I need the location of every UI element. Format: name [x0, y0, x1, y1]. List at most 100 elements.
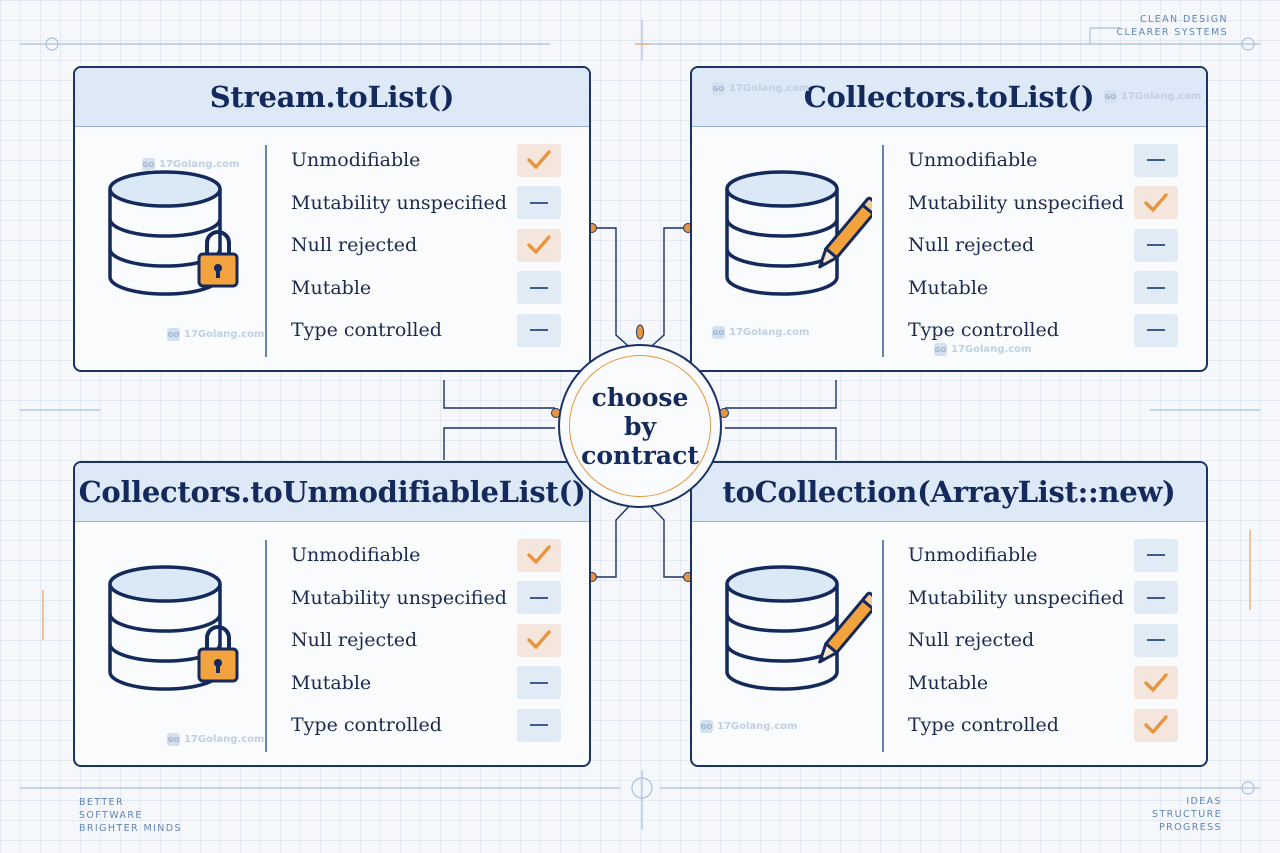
check-icon — [517, 538, 561, 572]
divider — [265, 540, 267, 752]
feature-row: Null rejected — [291, 619, 561, 662]
feature-row: Type controlled — [908, 704, 1178, 747]
watermark-logo-icon: GO — [934, 343, 947, 356]
feature-row: Unmodifiable — [291, 139, 561, 182]
dash-icon — [517, 581, 561, 615]
feature-label: Mutable — [908, 276, 989, 299]
feature-label: Mutable — [291, 276, 372, 299]
dash-icon — [1134, 271, 1178, 305]
check-icon — [517, 623, 561, 657]
feature-label: Type controlled — [908, 319, 1059, 342]
feature-label: Unmodifiable — [908, 544, 1038, 567]
feature-row: Mutable — [908, 662, 1178, 705]
watermark-logo-icon: GO — [700, 720, 713, 733]
feature-list: Unmodifiable Mutability unspecified Null… — [291, 139, 561, 352]
dash-icon — [517, 313, 561, 347]
watermark-logo-icon: GO — [167, 328, 180, 341]
check-icon — [1134, 708, 1178, 742]
watermark-logo-icon: GO — [712, 82, 725, 95]
dash-icon — [517, 271, 561, 305]
watermark-logo-icon: GO — [142, 158, 155, 171]
feature-row: Mutable — [291, 662, 561, 705]
feature-label: Mutable — [908, 671, 989, 694]
feature-row: Type controlled — [908, 309, 1178, 352]
corner-tag-bottom-right: IDEAS STRUCTURE PROGRESS — [1152, 796, 1222, 833]
card-title: Collectors.toList() — [692, 68, 1206, 127]
dash-icon — [517, 708, 561, 742]
watermark-logo-icon: GO — [167, 733, 180, 746]
feature-row: Unmodifiable — [908, 534, 1178, 577]
card-title: toCollection(ArrayList::new) — [692, 463, 1206, 522]
watermark-logo-icon: GO — [1104, 90, 1117, 103]
feature-label: Type controlled — [291, 714, 442, 737]
card-collectors-tounmodifiablelist: Collectors.toUnmodifiableList() Unmodifi… — [73, 461, 591, 767]
dash-icon — [517, 186, 561, 220]
feature-label: Mutability unspecified — [908, 191, 1124, 214]
feature-label: Mutability unspecified — [908, 586, 1124, 609]
feature-label: Mutability unspecified — [291, 191, 507, 214]
feature-label: Type controlled — [291, 319, 442, 342]
divider — [882, 540, 884, 752]
feature-row: Unmodifiable — [908, 139, 1178, 182]
divider — [265, 145, 267, 357]
check-icon — [517, 143, 561, 177]
feature-row: Mutable — [291, 267, 561, 310]
feature-list: Unmodifiable Mutability unspecified Null… — [908, 139, 1178, 352]
feature-row: Null rejected — [908, 619, 1178, 662]
feature-label: Unmodifiable — [908, 149, 1038, 172]
feature-label: Null rejected — [908, 629, 1035, 652]
dash-icon — [1134, 228, 1178, 262]
feature-row: Null rejected — [908, 224, 1178, 267]
feature-label: Type controlled — [908, 714, 1059, 737]
feature-row: Mutability unspecified — [291, 577, 561, 620]
database-pencil-icon — [712, 532, 881, 752]
feature-label: Mutable — [291, 671, 372, 694]
card-title: Collectors.toUnmodifiableList() — [75, 463, 589, 522]
feature-label: Mutability unspecified — [291, 586, 507, 609]
feature-row: Null rejected — [291, 224, 561, 267]
card-tocollection-arraylist: toCollection(ArrayList::new) Unmodi — [690, 461, 1208, 767]
corner-tag-top-right: CLEAN DESIGN CLEARER SYSTEMS — [1116, 14, 1228, 38]
dash-icon — [1134, 581, 1178, 615]
check-icon — [1134, 186, 1178, 220]
watermark-logo-icon: GO — [712, 326, 725, 339]
feature-list: Unmodifiable Mutability unspecified Null… — [908, 534, 1178, 747]
check-icon — [1134, 666, 1178, 700]
dash-icon — [1134, 143, 1178, 177]
dash-icon — [1134, 313, 1178, 347]
dash-icon — [517, 666, 561, 700]
center-hub-inner-ring: choose by contract — [569, 355, 711, 497]
feature-row: Mutability unspecified — [908, 182, 1178, 225]
card-stream-tolist: Stream.toList() Unmodifiable Mutability … — [73, 66, 591, 372]
feature-label: Null rejected — [291, 629, 418, 652]
card-title: Stream.toList() — [75, 68, 589, 127]
feature-row: Unmodifiable — [291, 534, 561, 577]
check-icon — [517, 228, 561, 262]
feature-row: Mutable — [908, 267, 1178, 310]
feature-label: Null rejected — [908, 234, 1035, 257]
dash-icon — [1134, 623, 1178, 657]
feature-row: Mutability unspecified — [291, 182, 561, 225]
feature-label: Unmodifiable — [291, 149, 421, 172]
dash-icon — [1134, 538, 1178, 572]
feature-list: Unmodifiable Mutability unspecified Null… — [291, 534, 561, 747]
center-label: choose by contract — [581, 382, 699, 470]
corner-tag-bottom-left: BETTER SOFTWARE BRIGHTER MINDS — [79, 797, 182, 834]
database-pencil-icon — [712, 137, 881, 357]
feature-row: Type controlled — [291, 309, 561, 352]
feature-label: Null rejected — [291, 234, 418, 257]
feature-label: Unmodifiable — [291, 544, 421, 567]
database-lock-icon — [95, 137, 255, 357]
database-lock-icon — [95, 532, 255, 752]
feature-row: Mutability unspecified — [908, 577, 1178, 620]
card-collectors-tolist: Collectors.toList() Unmodifiable — [690, 66, 1208, 372]
